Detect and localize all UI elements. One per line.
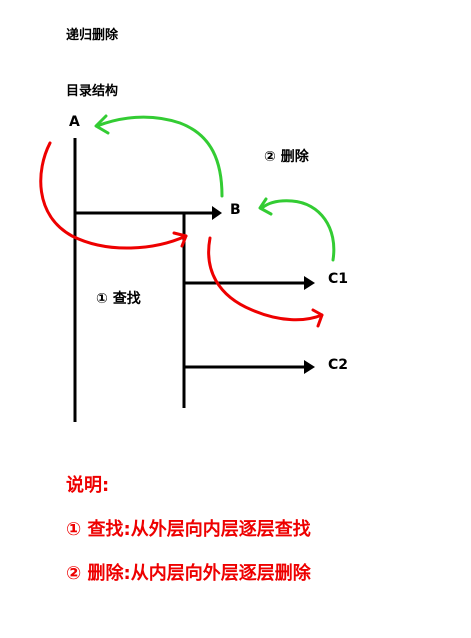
delete-arrowhead-2 bbox=[94, 114, 110, 135]
find-arrow-a-b bbox=[39, 141, 188, 250]
node-a-label: A bbox=[69, 114, 80, 130]
delete-arrows bbox=[94, 114, 336, 262]
diagram-subtitle: 目录结构 bbox=[66, 84, 119, 99]
delete-arrow-c1-b bbox=[260, 199, 336, 262]
find-step-label: ① 查找 bbox=[96, 291, 141, 307]
diagram-title: 递归删除 bbox=[66, 28, 119, 43]
arrowhead-c1 bbox=[304, 276, 315, 290]
tree-lines bbox=[73, 138, 315, 422]
find-arrows bbox=[39, 141, 324, 328]
arrowhead-b bbox=[212, 206, 222, 220]
note-title: 说明: bbox=[66, 475, 110, 496]
find-arrowhead-1 bbox=[172, 231, 188, 248]
find-arrow-b-c1 bbox=[207, 236, 324, 322]
note-line-delete: ② 删除:从内层向外层逐层删除 bbox=[66, 563, 311, 584]
note-line-find: ① 查找:从外层向内层逐层查找 bbox=[66, 519, 311, 540]
node-c1-label: C1 bbox=[328, 271, 349, 287]
delete-step-label: ② 删除 bbox=[264, 149, 309, 165]
delete-arrowhead-1 bbox=[258, 197, 273, 216]
delete-arrow-b-a bbox=[95, 115, 224, 198]
arrowhead-c2 bbox=[304, 360, 315, 374]
node-b-label: B bbox=[230, 202, 241, 218]
node-c2-label: C2 bbox=[328, 357, 349, 373]
find-arrowhead-2 bbox=[311, 308, 324, 328]
